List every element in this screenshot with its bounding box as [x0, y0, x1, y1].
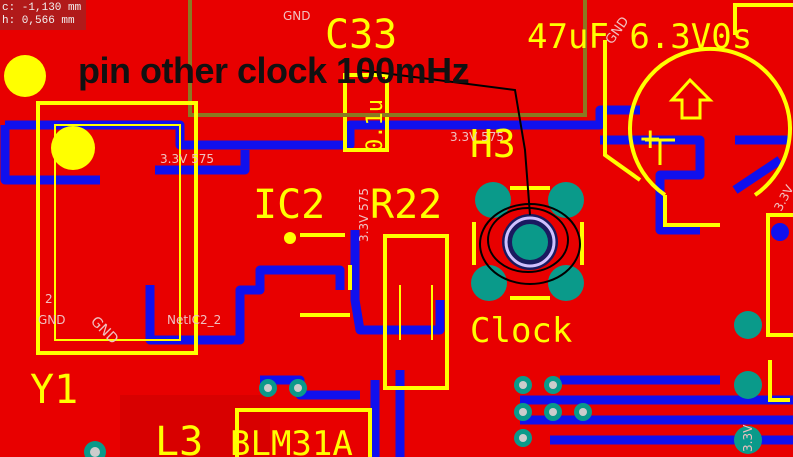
c33-footprint: [343, 73, 389, 152]
l3-label: L3: [155, 419, 203, 457]
right-components: [734, 213, 793, 454]
gnd-top-label: GND: [283, 9, 311, 23]
ic2-label: IC2: [253, 182, 325, 228]
blm31a-footprint: [235, 408, 372, 457]
coordinate-readout: c: -1,130 mm h: 0,566 mm: [0, 0, 86, 30]
y1-gnd-label: GND: [38, 313, 66, 327]
clock-connector: [471, 182, 584, 301]
c33-value-label: 0.1u: [363, 99, 388, 152]
net-33v-label-a: 3.3V 575: [160, 152, 214, 166]
net-33v-label-e: 3.3V: [741, 424, 755, 452]
copper-pour: [120, 395, 270, 457]
coord-line-2: h: 0,566 mm: [2, 15, 75, 27]
c33-label: C33: [325, 12, 397, 58]
top-component-outline: [188, 0, 587, 117]
cap-plus-sign: +: [640, 119, 660, 159]
annotation-text: pin other clock 100mHz: [78, 50, 470, 91]
y1-pin1-marker: [51, 126, 95, 170]
ic2-pin1-marker: [284, 232, 296, 244]
clock-label: Clock: [470, 311, 572, 351]
cap-47uf-footprint: [603, 3, 793, 227]
cap-value-label: 47uF 6.3V0s: [527, 17, 752, 57]
h3-label: H3: [470, 122, 516, 166]
fiducial-marker: [4, 55, 46, 97]
vias: [84, 376, 592, 457]
net-ic2-label: NetIC2_2: [167, 313, 221, 327]
ic2-footprint: [300, 233, 352, 317]
net-33v-label-d: 3.3V: [771, 182, 793, 213]
net-33v-label-c: 3.3V 575: [450, 130, 504, 144]
y1-label: Y1: [30, 367, 78, 413]
designator-labels: C33 47uF 6.3V0s H3 IC2 R22 Y1 L3 BLM31A …: [30, 12, 752, 457]
pin2-label: 2: [45, 292, 53, 306]
y1-footprint: [36, 101, 198, 355]
coord-line-1: c: -1,130 mm: [2, 2, 82, 14]
r22-label: R22: [370, 182, 442, 228]
net-33v-label-b: 3.3V 575: [357, 188, 371, 242]
r22-footprint: [383, 234, 449, 390]
gnd-diagonal-label: GND: [87, 314, 121, 348]
hand-drawn-annotation: [359, 69, 581, 285]
blm31a-label: BLM31A: [230, 424, 353, 457]
